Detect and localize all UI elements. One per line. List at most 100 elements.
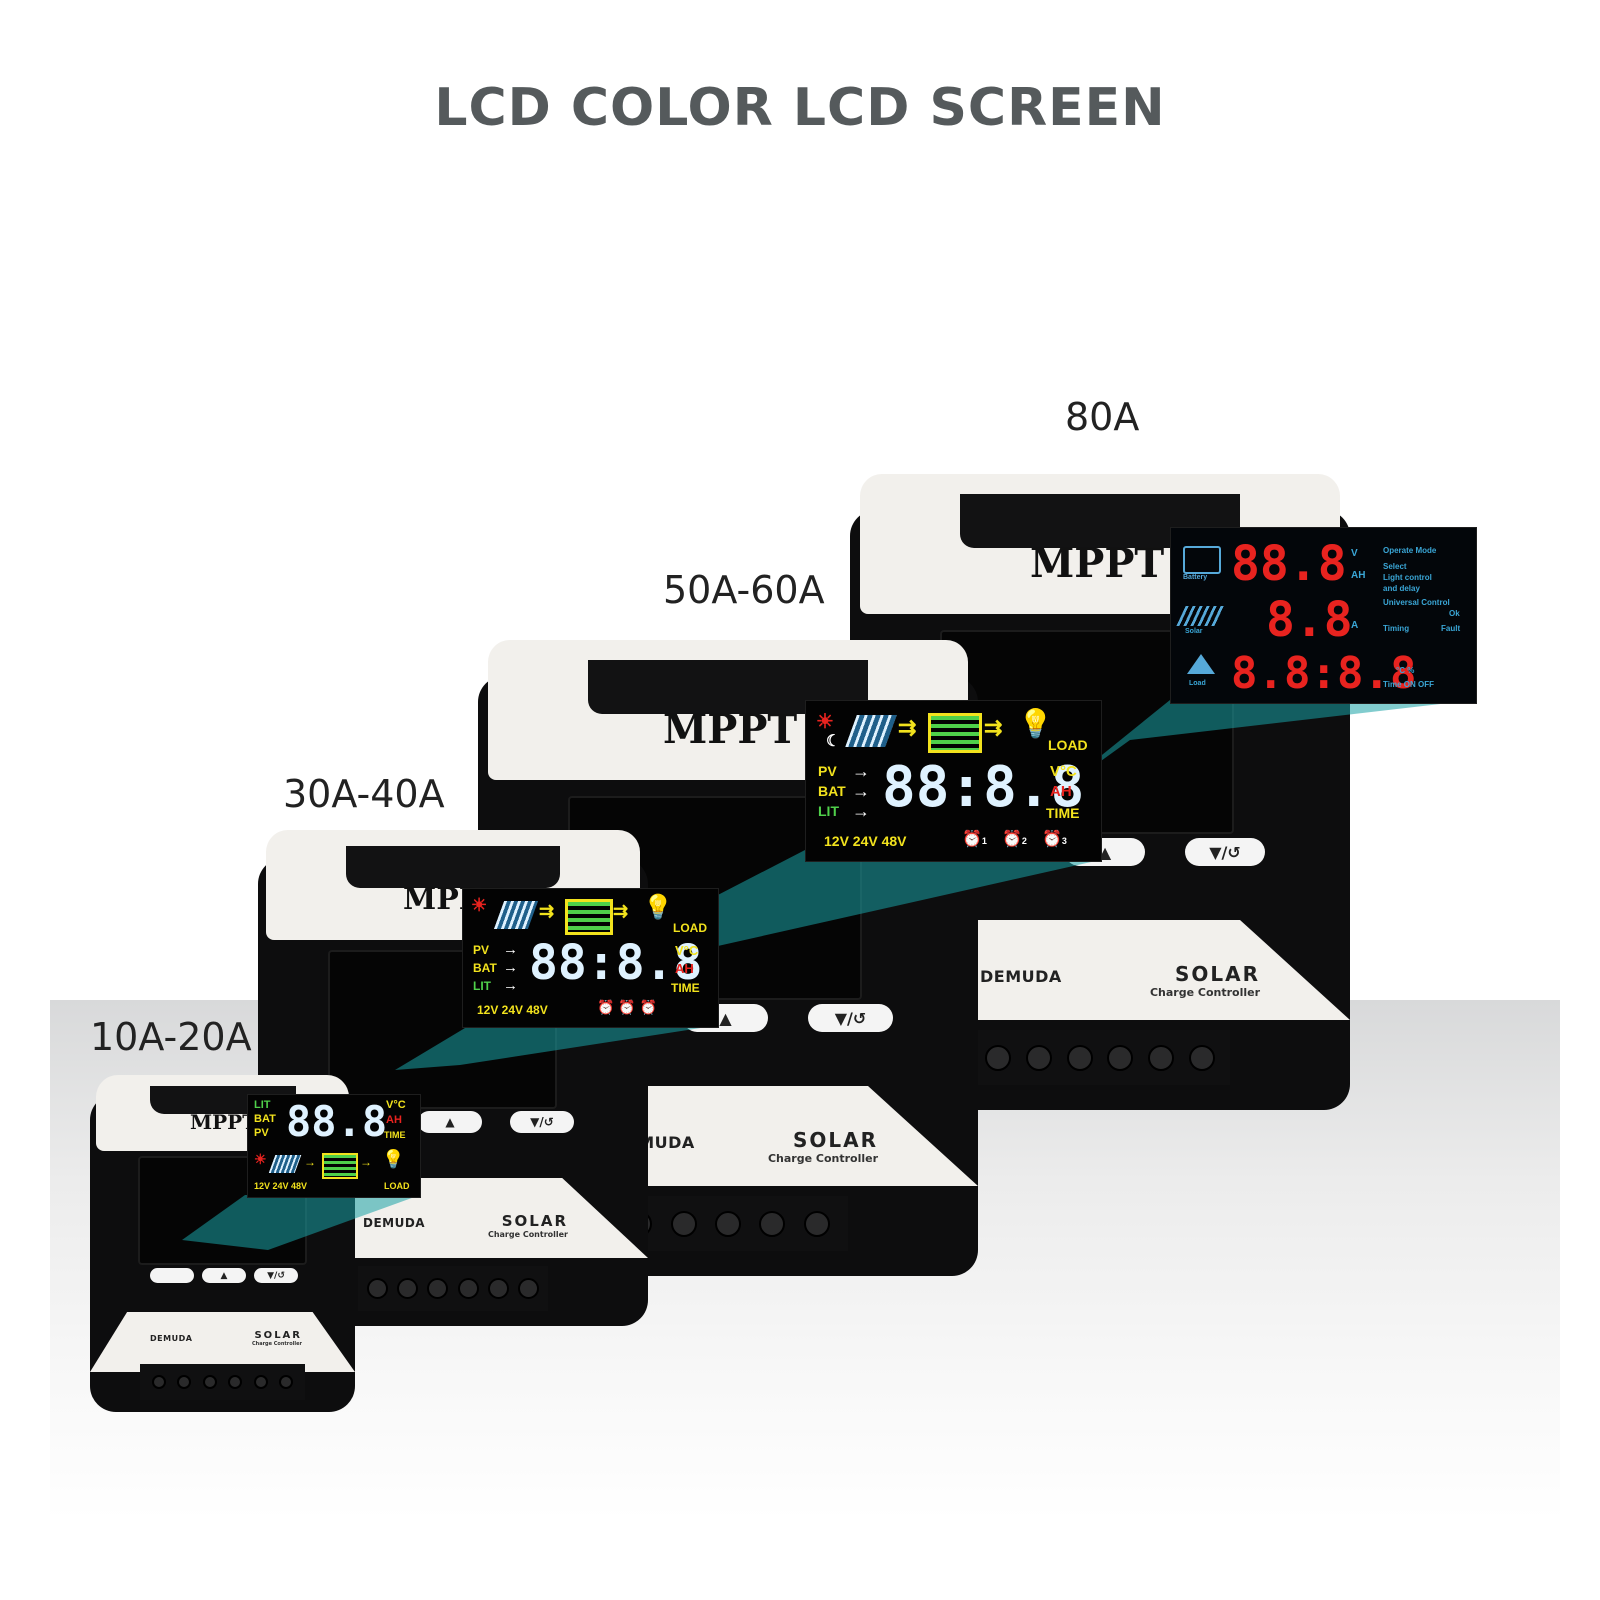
timer-icons: ⏰ ⏰ ⏰	[597, 999, 658, 1015]
arrow-icon: ⇉	[898, 715, 917, 740]
solar-logo: SOLAR Charge Controller	[487, 1212, 568, 1239]
battery-icon	[928, 713, 982, 753]
row1-unit-v: V	[1351, 548, 1358, 559]
row3-digits: 8.8:8.8	[1231, 648, 1417, 699]
solar-logo: SOLAR Charge Controller	[1149, 962, 1260, 999]
button-row: ▲ ▼/↺	[418, 1111, 574, 1133]
load-label: LOAD	[673, 921, 707, 935]
solar-panel-icon	[845, 715, 897, 747]
unit-vc: V°C	[675, 943, 699, 958]
label-ok: Ok	[1449, 609, 1460, 618]
brand-logo: DEMUDA	[980, 967, 1062, 986]
main-digits: 88.8	[286, 1097, 388, 1146]
label-time-on-off: Time ON OFF	[1383, 680, 1434, 689]
label-universal-control: Universal Control	[1383, 598, 1450, 607]
row-label-pv: PV	[473, 943, 490, 957]
lcd-80a: Battery 88.8 V AH Solar 8.8 A Load 8.8:8…	[1170, 527, 1477, 704]
arrow-icon: ⇉	[984, 715, 1003, 740]
row-arrows: →→→	[852, 761, 870, 821]
voltage-options: 12V 24V 48V	[824, 833, 907, 849]
terminal-block	[970, 1030, 1230, 1085]
load-label: Load	[1189, 680, 1206, 687]
label-operate-mode: Operate Mode	[1383, 546, 1437, 555]
button-row: ▲ ▼/↺	[150, 1268, 298, 1283]
voltage-options: 12V 24V 48V	[477, 1003, 548, 1017]
row-label-pv: PV	[818, 763, 837, 779]
label-and-delay: and delay	[1383, 584, 1420, 593]
row3-unit: °C %	[1396, 666, 1415, 675]
row-label-bat: BAT	[473, 961, 497, 975]
mppt-logo: MPPT	[663, 706, 798, 753]
brand-logo: DEMUDA	[150, 1334, 193, 1343]
row2-unit-a: A	[1351, 620, 1359, 631]
load-lamp-icon	[1187, 654, 1215, 674]
unit-time: TIME	[384, 1130, 406, 1140]
lightbulb-icon: 💡	[643, 894, 673, 921]
solar-panel-icon	[1176, 606, 1226, 626]
unit-vc: V°C	[386, 1099, 406, 1111]
label-50a-60a: 50A-60A	[663, 568, 825, 612]
lightbulb-icon: 💡	[1018, 708, 1053, 739]
row-label-bat: BAT	[818, 783, 846, 799]
battery-label: Battery	[1183, 574, 1208, 581]
bottom-band	[90, 1312, 355, 1372]
unit-time: TIME	[671, 981, 700, 995]
row-label-lit: LIT	[818, 803, 839, 819]
terminal-block	[608, 1196, 848, 1251]
voltage-options: 12V 24V 48V	[254, 1181, 308, 1191]
load-label: LOAD	[384, 1181, 410, 1191]
mppt-logo: MPPT	[190, 1110, 258, 1134]
label-30a-40a: 30A-40A	[283, 772, 445, 816]
label-timing: Timing	[1383, 624, 1410, 633]
unit-ah: AH	[675, 961, 694, 976]
mode-button[interactable]	[150, 1268, 194, 1283]
row-label-lit: LIT	[473, 979, 491, 993]
unit-ah: AH	[386, 1114, 402, 1126]
row-label-bat: BAT	[254, 1113, 276, 1125]
solar-label: Solar	[1185, 628, 1203, 635]
unit-vc: V°C	[1050, 763, 1077, 780]
sun-icon: ☀	[816, 711, 834, 733]
timer-2-icon: ⏰2	[1002, 831, 1027, 848]
row1-digits: 88.8	[1231, 536, 1347, 592]
solar-panel-icon	[268, 1155, 302, 1173]
terminal-block	[358, 1266, 548, 1311]
row-label-pv: PV	[254, 1127, 269, 1139]
timer-3-icon: ⏰3	[1042, 831, 1067, 848]
label-80a: 80A	[1065, 395, 1140, 439]
sun-icon: ☀	[471, 895, 488, 915]
arrow-icon: →	[304, 1155, 316, 1169]
label-fault: Fault	[1441, 624, 1461, 633]
main-digits: 88:8.8	[529, 935, 703, 991]
row1-unit-ah: AH	[1351, 570, 1366, 581]
arrow-icon: ⇉	[539, 901, 555, 921]
down-enter-button[interactable]: ▼/↺	[510, 1111, 574, 1133]
arrow-icon: →	[360, 1155, 372, 1169]
unit-time: TIME	[1046, 805, 1080, 821]
unit-ah: AH	[1050, 783, 1072, 800]
battery-icon	[1183, 546, 1221, 574]
label-light-control: Light control	[1383, 573, 1432, 582]
down-enter-button[interactable]: ▼/↺	[254, 1268, 298, 1283]
sun-icon: ☀	[254, 1151, 267, 1167]
solar-logo: SOLAR Charge Controller	[767, 1128, 878, 1165]
row-label-lit: LIT	[254, 1099, 271, 1111]
label-select: Select	[1383, 562, 1407, 571]
main-digits: 88:8.8	[882, 755, 1085, 820]
lcd-50a-60a: ☀ ☾ ⇉ ⇉ 💡 LOAD PV BAT LIT →→→ 88:8.8 V°C…	[805, 700, 1102, 862]
mppt-logo: MPPT	[1030, 540, 1165, 587]
solar-panel-icon	[493, 901, 539, 929]
label-10a-20a: 10A-20A	[90, 1015, 252, 1059]
up-button[interactable]: ▲	[202, 1268, 246, 1283]
up-button[interactable]: ▲	[418, 1111, 482, 1133]
down-enter-button[interactable]: ▼/↺	[808, 1004, 893, 1032]
load-label: LOAD	[1048, 737, 1088, 753]
solar-logo: SOLAR Charge Controller	[251, 1330, 302, 1347]
moon-icon: ☾	[826, 733, 841, 750]
row-arrows: →→→	[503, 941, 518, 994]
down-enter-button[interactable]: ▼/↺	[1185, 838, 1265, 866]
row2-digits: 8.8	[1266, 592, 1353, 648]
battery-icon	[565, 899, 613, 935]
terminal-block	[140, 1364, 305, 1400]
lcd-30a-40a: ☀ ⇉ ⇉ 💡 LOAD PV BAT LIT →→→ 88:8.8 V°C A…	[462, 888, 719, 1028]
